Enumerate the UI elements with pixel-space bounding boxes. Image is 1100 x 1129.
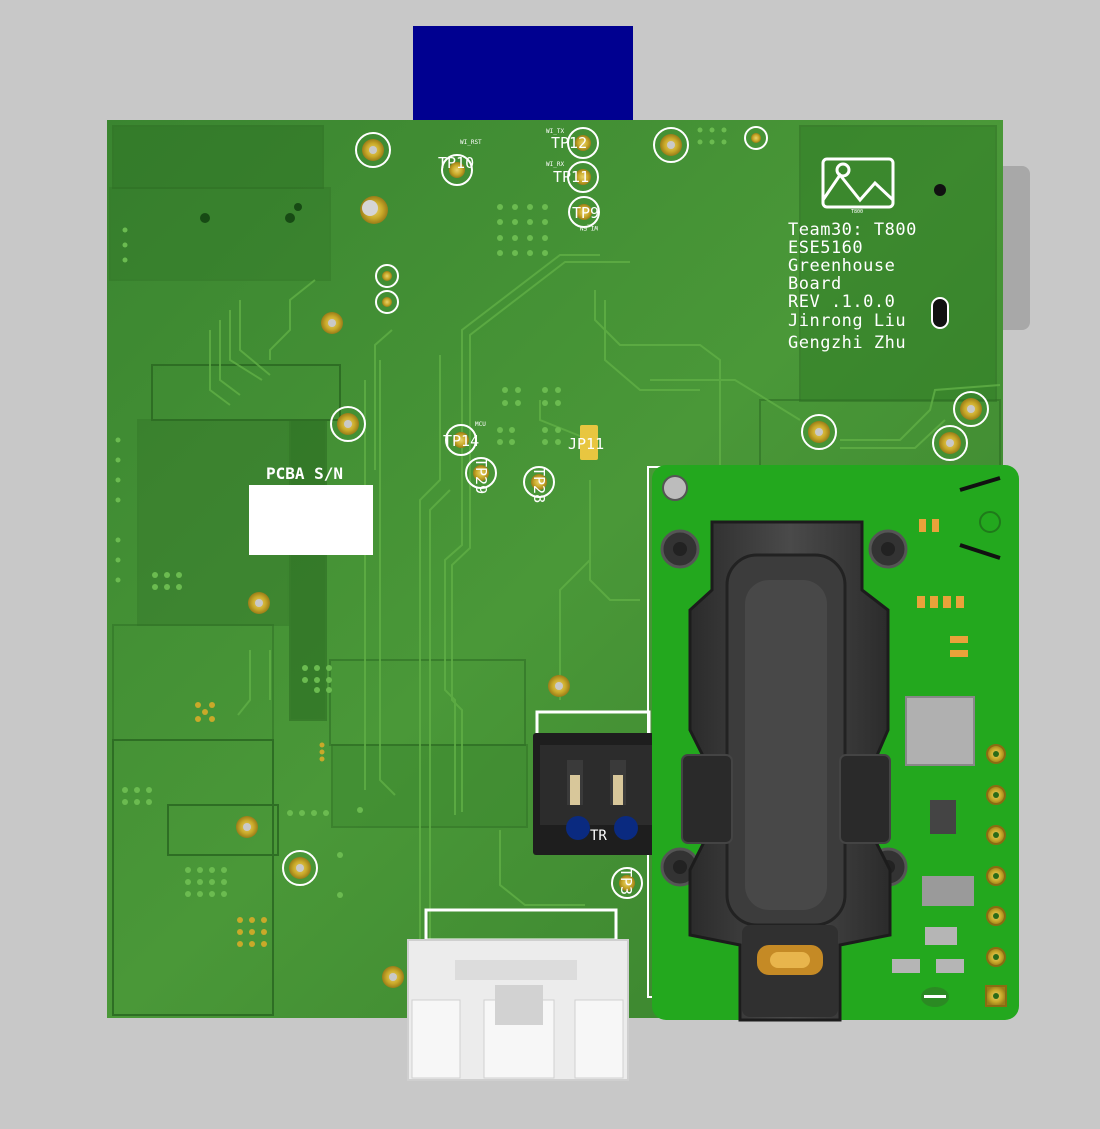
blue-header-connector [413,26,633,121]
jp11-label: JP11 [568,435,604,453]
jumper-jp11: JP11 [568,425,604,460]
test-point-tp3: TP3 [611,867,643,899]
board-text-line-3: Greenhouse [788,256,895,276]
wi-tx-label: WI_TX [546,128,564,135]
team-logo: T800 [821,157,895,215]
via-array [115,127,727,898]
gold-pads [236,126,989,988]
pcba-sn-area: PCBA S/N [249,464,373,555]
traces [209,254,1001,1000]
board-text-line-6: Jinrong Liu [788,311,906,331]
tp14-label: TP14 [443,432,479,450]
logo-caption: T800 [851,209,863,215]
white-jst-connector [407,908,629,1081]
mcu-label: MCU [475,421,486,428]
test-point-tp14: TP14 [443,424,479,456]
tp11-label: TP11 [553,168,589,186]
board-text-line-5: REV .1.0.0 [788,292,895,312]
sensor-module [652,465,1019,1022]
wi-rst-label: WI_RST [460,139,482,146]
board-text-line-1: Team30: T800 [788,220,917,240]
pcba-sn-label: PCBA S/N [266,464,343,483]
tp9-label: TP9 [572,204,599,222]
test-point-tp11: TP11 [553,161,599,193]
gold-via-groups [195,702,325,947]
board-text-line-7: Gengzhi Zhu [788,333,906,353]
connector-silk-text: TR [590,828,607,844]
test-point-tp10: TP10 [438,154,474,186]
tp29-label: TP29 [472,458,490,494]
tp28-label: TP28 [530,467,548,503]
test-point-tp28: TP28 [523,466,555,503]
board-text-line-4: Board [788,274,842,294]
wi-rx-label: WI_RX [546,161,564,168]
test-point-tp29: TP29 [465,457,497,494]
drill-holes [200,184,949,329]
board-silkscreen-text: Team30: T800 ESE5160 Greenhouse Board RE… [788,220,917,353]
serial-number-field [249,485,373,555]
black-2pin-connector: TR [533,710,663,855]
board-text-line-2: ESE5160 [788,238,863,258]
tp12-label: TP12 [551,134,587,152]
wi-en-label: WI_EN [580,224,598,231]
tp3-label: TP3 [617,868,635,895]
test-point-tp12: TP12 [551,127,599,159]
tp10-label: TP10 [438,154,474,172]
test-point-tp9: TP9 [568,196,600,228]
